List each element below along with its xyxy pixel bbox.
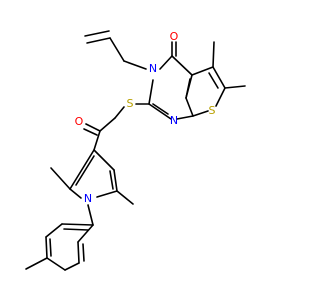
- bond: [148, 79, 154, 105]
- bond: [99, 117, 116, 132]
- bond: [83, 128, 98, 136]
- bond: [215, 87, 226, 107]
- bond: [61, 223, 94, 226]
- bond: [185, 97, 194, 117]
- bond: [96, 190, 118, 198]
- bond: [84, 30, 110, 37]
- bond-layer: [25, 30, 246, 271]
- bond: [109, 170, 114, 190]
- bond: [45, 223, 63, 238]
- bond: [49, 238, 52, 257]
- bond: [45, 236, 48, 259]
- molecule-structure: O N N S S O N: [0, 0, 300, 300]
- thioether-sulfur-label: S: [127, 97, 134, 110]
- bond: [185, 78, 191, 99]
- bond: [148, 103, 172, 120]
- bond: [116, 190, 134, 205]
- bond: [212, 41, 215, 68]
- bond: [114, 106, 125, 119]
- bond: [77, 241, 80, 264]
- thiophene-sulfur-label: S: [209, 104, 216, 117]
- bond: [93, 149, 115, 171]
- bond: [224, 85, 246, 89]
- bond: [69, 149, 95, 190]
- bond: [64, 262, 80, 271]
- bond: [208, 72, 219, 89]
- bond: [93, 130, 101, 151]
- bond: [191, 66, 214, 76]
- ring-nitrogen-1-label: N: [170, 114, 178, 127]
- bond: [86, 37, 111, 44]
- bond: [159, 55, 173, 70]
- bond: [113, 169, 118, 192]
- molecule-canvas: O N N S S O N: [0, 0, 300, 300]
- bond: [212, 66, 226, 89]
- bond: [123, 60, 147, 70]
- bond: [63, 228, 89, 231]
- background: [0, 0, 300, 300]
- bond: [176, 115, 194, 120]
- bond: [171, 55, 193, 76]
- bond: [87, 204, 94, 226]
- carbonyl-oxygen-label: O: [170, 30, 179, 43]
- bond: [75, 155, 95, 186]
- bond: [82, 243, 85, 262]
- bond: [152, 103, 169, 115]
- bond: [192, 110, 209, 117]
- atom-label-layer: O N N S S O N: [75, 30, 216, 205]
- bond: [69, 188, 82, 199]
- ketone-oxygen-label: O: [75, 115, 84, 128]
- ring-nitrogen-3-label: N: [149, 62, 157, 75]
- pyrrole-nitrogen-label: N: [84, 192, 92, 205]
- bond: [85, 123, 101, 132]
- bond: [77, 224, 94, 243]
- bond: [46, 257, 66, 271]
- bond: [50, 167, 71, 190]
- bond: [25, 257, 48, 270]
- bond: [109, 37, 125, 62]
